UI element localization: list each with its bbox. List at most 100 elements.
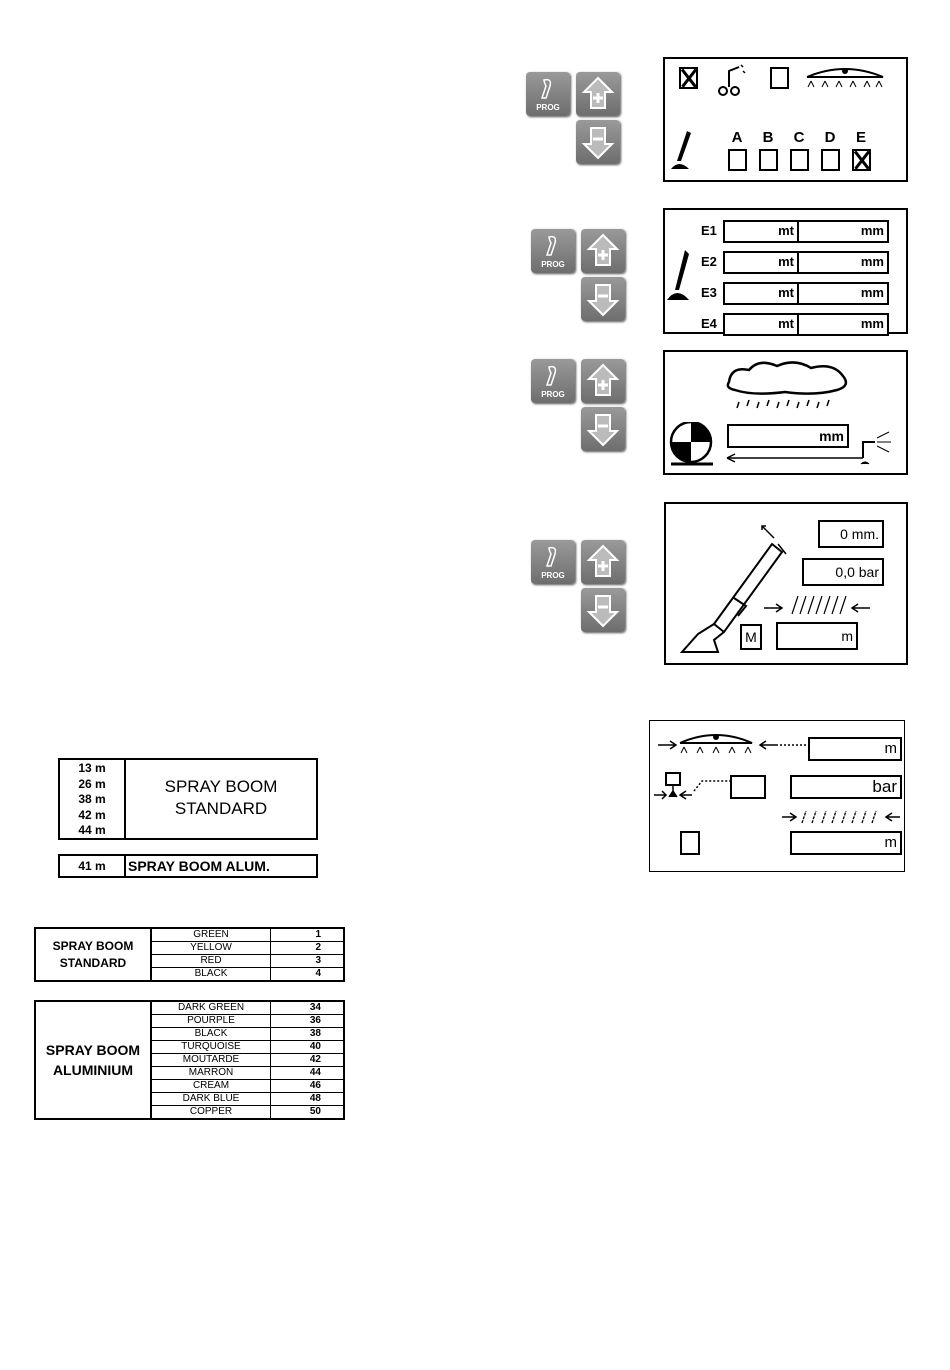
minus-key[interactable] — [581, 407, 625, 451]
plus-key[interactable] — [581, 540, 625, 584]
height-field[interactable]: mm — [797, 251, 889, 274]
width-field[interactable]: m — [776, 622, 858, 650]
minus-key[interactable] — [581, 277, 625, 321]
spray-gun-prog-icon — [545, 546, 557, 567]
color-code: 3 — [270, 954, 345, 968]
color-code: 48 — [270, 1092, 345, 1106]
boom-width-field[interactable]: m — [808, 737, 902, 761]
column-label-b: B — [762, 129, 774, 146]
spray-gun-icon — [667, 250, 689, 300]
color-name: MOUTARDE — [150, 1053, 271, 1067]
prog-key[interactable]: PROG — [531, 359, 575, 403]
color-name: MARRON — [150, 1066, 271, 1080]
color-code: 50 — [270, 1105, 345, 1120]
color-code: 34 — [270, 1000, 345, 1015]
color-code: 44 — [270, 1066, 345, 1080]
boom-length-item: 42 m — [78, 807, 106, 822]
column-checkbox-d[interactable] — [821, 149, 840, 171]
color-code: 42 — [270, 1053, 345, 1067]
mode-m-field[interactable]: M — [740, 624, 762, 650]
height-value-field[interactable]: 0 mm. — [818, 520, 884, 548]
color-name: BLACK — [150, 967, 271, 982]
boom-width-unit: m — [884, 740, 898, 757]
column-label-c: C — [793, 129, 805, 146]
prog-key[interactable]: PROG — [531, 540, 575, 584]
boom-standard-label-line1: SPRAY BOOM — [164, 777, 278, 796]
mode-checkbox[interactable] — [680, 831, 700, 855]
pressure-field[interactable]: bar — [790, 775, 902, 799]
plus-key[interactable] — [581, 359, 625, 403]
rain-cloud-icon — [726, 361, 848, 409]
column-label-a: A — [731, 129, 743, 146]
height-field[interactable]: mm — [797, 313, 889, 336]
boom-length-item: 38 m — [78, 792, 106, 806]
color-group-label-line2: STANDARD — [59, 955, 127, 970]
checkbox-wheel-selected[interactable] — [679, 67, 698, 89]
keypad-4: PROG — [531, 540, 641, 640]
column-label-d: D — [824, 129, 836, 146]
boom-standard-label: SPRAY BOOM STANDARD — [126, 776, 316, 820]
distance-field[interactable]: mt — [723, 313, 799, 336]
column-checkbox-a[interactable] — [728, 149, 747, 171]
color-code: 40 — [270, 1040, 345, 1054]
color-code: 46 — [270, 1079, 345, 1093]
prog-key[interactable]: PROG — [531, 229, 575, 273]
checkbox-boom[interactable] — [770, 67, 789, 89]
boom-length-item: 13 m — [78, 761, 106, 775]
color-code: 4 — [270, 967, 345, 982]
prog-label: PROG — [541, 260, 565, 269]
up-plus-icon — [586, 544, 620, 577]
nozzle-value-field[interactable] — [730, 775, 766, 799]
color-name: BLACK — [150, 1027, 271, 1041]
prog-key[interactable]: PROG — [526, 72, 570, 116]
row-label: E3 — [701, 285, 717, 300]
distance-field[interactable]: mt — [723, 282, 799, 305]
row-label: E4 — [701, 316, 717, 331]
color-name: DARK GREEN — [150, 1000, 271, 1015]
distance-field[interactable]: mt — [723, 251, 799, 274]
height-field[interactable]: mm — [797, 282, 889, 305]
tank-pump-diagram-icon — [669, 422, 891, 466]
pressure-value-field[interactable]: 0,0 bar — [802, 558, 884, 586]
down-minus-icon — [586, 284, 620, 317]
column-checkbox-c[interactable] — [790, 149, 809, 171]
screen-calibration: 0 mm. 0,0 bar M m — [664, 502, 908, 665]
distance-field[interactable]: mt — [723, 220, 799, 243]
spray-pattern-icon — [764, 595, 870, 615]
minus-key[interactable] — [576, 120, 620, 164]
color-group-label-line1: SPRAY BOOM — [45, 1042, 141, 1058]
color-name: POURPLE — [150, 1014, 271, 1028]
spray-width-field[interactable]: m — [790, 831, 902, 855]
minus-key[interactable] — [581, 588, 625, 632]
prog-label: PROG — [541, 571, 565, 580]
height-field[interactable]: mm — [797, 220, 889, 243]
rain-value-field[interactable]: mm — [727, 424, 849, 448]
up-plus-icon — [586, 363, 620, 396]
rain-unit: mm — [819, 428, 844, 444]
screen-settings: m bar m — [649, 720, 905, 872]
column-checkbox-e[interactable] — [852, 149, 871, 171]
width-unit: m — [841, 628, 853, 644]
plus-key[interactable] — [576, 72, 620, 116]
alum-label: SPRAY BOOM ALUM. — [128, 858, 270, 874]
prog-label: PROG — [536, 103, 560, 112]
color-name: COPPER — [150, 1105, 271, 1120]
column-label-e: E — [855, 129, 866, 146]
plus-key[interactable] — [581, 229, 625, 273]
down-minus-icon — [586, 595, 620, 628]
color-name: RED — [150, 954, 271, 968]
color-name: YELLOW — [150, 941, 271, 955]
spray-width-unit: m — [884, 834, 898, 851]
column-checkbox-b[interactable] — [759, 149, 778, 171]
keypad-3: PROG — [531, 359, 641, 459]
screen-selection: A B C D E — [663, 57, 908, 182]
